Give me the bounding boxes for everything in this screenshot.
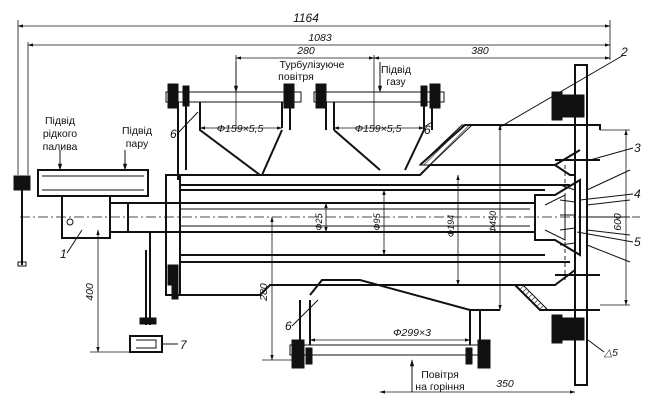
dim-280-vert: 280 bbox=[258, 283, 270, 302]
label-gas-supply-2: газу bbox=[386, 76, 406, 88]
callout-4: 4 bbox=[634, 187, 641, 201]
callout-2: 2 bbox=[620, 45, 628, 59]
dim-380: 380 bbox=[471, 45, 489, 57]
label-combustion-air-1: Повітря bbox=[421, 369, 459, 381]
dim-d194: Ф194 bbox=[446, 215, 456, 237]
dim-400: 400 bbox=[84, 283, 96, 301]
callout-3: 3 bbox=[634, 141, 641, 155]
dim-d450: Ф450 bbox=[488, 211, 498, 233]
label-combustion-air-2: на горіння bbox=[415, 381, 464, 393]
dim-d95: Ф95 bbox=[372, 212, 382, 230]
callout-6b: 6 bbox=[424, 123, 431, 137]
dim-280-top: 280 bbox=[296, 45, 315, 57]
dim-600: 600 bbox=[612, 213, 624, 231]
callout-1: 1 bbox=[60, 247, 67, 261]
label-liquid-fuel-1: Підвід bbox=[45, 115, 75, 127]
dim-gas-pipe: Ф159×5,5 bbox=[355, 123, 402, 135]
label-steam-supply-2: пару bbox=[126, 138, 149, 150]
weld-symbol: △5 bbox=[603, 347, 618, 359]
dim-350: 350 bbox=[496, 378, 514, 390]
label-turbulizing-air-1: Турбулізуюче bbox=[280, 59, 345, 71]
callout-5: 5 bbox=[634, 235, 641, 249]
dim-overall-length: 1164 bbox=[293, 11, 319, 25]
callout-6a: 6 bbox=[170, 127, 177, 141]
label-steam-supply-1: Підвід bbox=[122, 125, 152, 137]
dim-d25: Ф25 bbox=[314, 212, 324, 230]
lower-inlet-pipe bbox=[289, 279, 500, 369]
dim-air-pipe: Ф159×5,5 bbox=[217, 123, 264, 135]
label-liquid-fuel-2: рідкого bbox=[43, 128, 77, 140]
label-gas-supply-1: Підвід bbox=[381, 64, 411, 76]
callout-7: 7 bbox=[180, 338, 188, 352]
label-turbulizing-air-2: повітря bbox=[278, 71, 314, 83]
dim-combustion-pipe: Ф299×3 bbox=[393, 327, 431, 339]
label-liquid-fuel-3: палива bbox=[43, 141, 78, 153]
fuel-steam-assembly bbox=[13, 150, 163, 353]
callout-6c: 6 bbox=[285, 319, 292, 333]
burner-body bbox=[20, 64, 640, 386]
dim-1083: 1083 bbox=[308, 32, 332, 44]
callout-leaders bbox=[66, 55, 634, 353]
upper-inlet-pipes bbox=[165, 83, 445, 180]
